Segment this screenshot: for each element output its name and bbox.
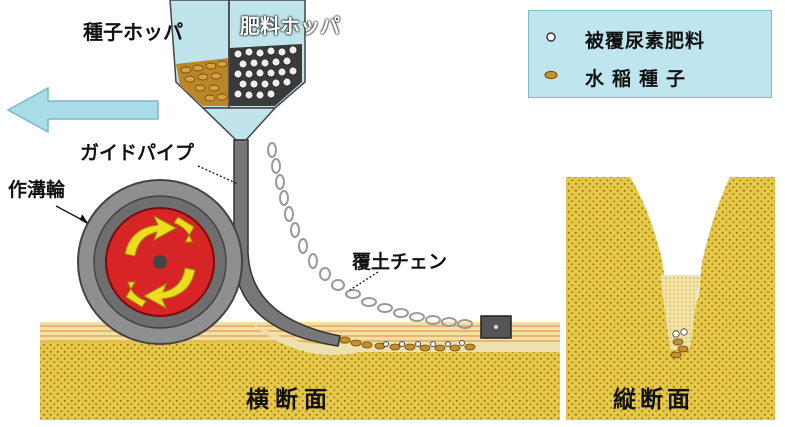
fertilizer-granule-icon xyxy=(546,32,556,42)
seed-fill xyxy=(176,58,229,106)
legend: 被覆尿素肥料 水稲種子 xyxy=(528,10,772,98)
cross-section-label: 横断面 xyxy=(246,387,333,413)
rice-seed-icon xyxy=(544,70,558,80)
rotation-arrow-icon xyxy=(124,214,178,257)
furrow-wheel-label: 作溝輪 xyxy=(8,179,66,201)
hopper-funnel xyxy=(201,107,277,141)
covering-chain-label: 覆土チェン xyxy=(352,251,448,273)
legend-label-fertilizer: 被覆尿素肥料 xyxy=(585,30,706,52)
soil-profile xyxy=(566,177,775,420)
seeds-in-profile xyxy=(670,328,689,359)
covering-chain xyxy=(267,142,473,329)
seed-hopper-label: 種子ホッパ xyxy=(83,20,183,44)
soil-body xyxy=(40,342,560,420)
furrow-wheel xyxy=(77,179,243,345)
guide-pipe-label: ガイドパイプ xyxy=(80,142,195,164)
fertilizer-hopper-label: 肥料ホッパ xyxy=(240,14,340,38)
fertilizer-fill xyxy=(229,44,302,106)
legend-item-fertilizer: 被覆尿素肥料 xyxy=(529,21,771,52)
seeds-in-furrow xyxy=(339,336,476,352)
rotation-arrow-icon xyxy=(173,216,195,243)
legend-item-seed: 水稲種子 xyxy=(529,59,771,90)
furrow-groove xyxy=(250,322,560,356)
longitudinal-section-panel xyxy=(566,177,775,420)
rotation-arrow-icon xyxy=(142,267,196,310)
travel-direction-arrow-icon xyxy=(6,86,159,134)
leader-lines xyxy=(55,165,379,291)
hopper-assembly xyxy=(169,0,306,141)
legend-label-seed: 水稲種子 xyxy=(585,68,694,90)
rotation-arrow-icon xyxy=(125,281,147,308)
wheel-axle xyxy=(153,255,167,269)
guide-pipe xyxy=(233,139,341,347)
longitudinal-section-label: 縦断面 xyxy=(613,387,694,413)
fine-soil-wedge xyxy=(660,275,700,350)
